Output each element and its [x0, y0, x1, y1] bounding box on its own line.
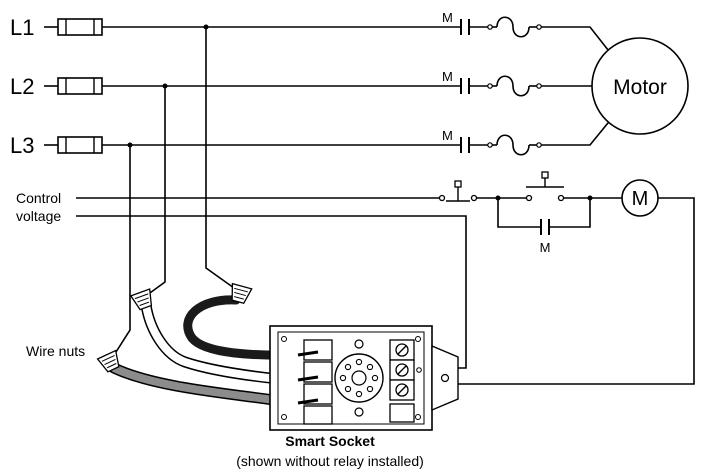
motor-starter-coil: M: [621, 179, 659, 217]
socket-subtitle: (shown without relay installed): [236, 453, 424, 469]
control-circuit: Control voltage M: [16, 171, 695, 385]
contact-label-l1: M: [442, 10, 453, 25]
overload-l1: [487, 16, 542, 38]
wire-nuts-group: Wire nuts: [26, 282, 306, 410]
start-pushbutton: [525, 171, 565, 202]
control-voltage-label-1: Control: [16, 190, 61, 206]
stop-pushbutton: [438, 180, 478, 202]
control-voltage-label-2: voltage: [16, 208, 61, 224]
wire-nut-icon: [96, 349, 120, 373]
contact-m-l2: M: [442, 69, 470, 94]
white-wire: [142, 301, 304, 385]
left-terminals: [297, 339, 333, 425]
contact-m-l1: M: [442, 10, 470, 35]
motor: Motor: [591, 37, 689, 135]
right-terminals: [389, 339, 422, 423]
fuse-l2: [57, 77, 103, 95]
power-line-l1: L1 M: [10, 10, 613, 56]
wire-nut-icon: [129, 288, 153, 311]
seal-in-contact: M: [540, 219, 551, 255]
socket-title: Smart Socket: [285, 433, 375, 449]
line-label-l1: L1: [10, 15, 34, 40]
fuse-l1: [57, 18, 103, 36]
octal-base: [334, 353, 384, 403]
contact-label-l2: M: [442, 69, 453, 84]
power-line-l2: L2 M: [10, 69, 592, 99]
seal-in-label: M: [540, 240, 551, 255]
wire-nuts-label: Wire nuts: [26, 343, 85, 359]
black-wire: [183, 295, 305, 360]
fuse-l3: [57, 136, 103, 154]
line-label-l3: L3: [10, 133, 34, 158]
line-label-l2: L2: [10, 74, 34, 99]
wire-nut-icon: [231, 282, 253, 305]
smart-socket: Smart Socket (shown without relay instal…: [236, 325, 459, 469]
contact-label-l3: M: [442, 128, 453, 143]
contact-m-l3: M: [442, 128, 470, 153]
overload-l2: [487, 75, 542, 97]
motor-label: Motor: [613, 76, 667, 99]
power-line-l3: L3 M: [10, 117, 613, 158]
coil-label: M: [632, 188, 649, 210]
overload-l3: [487, 134, 542, 156]
